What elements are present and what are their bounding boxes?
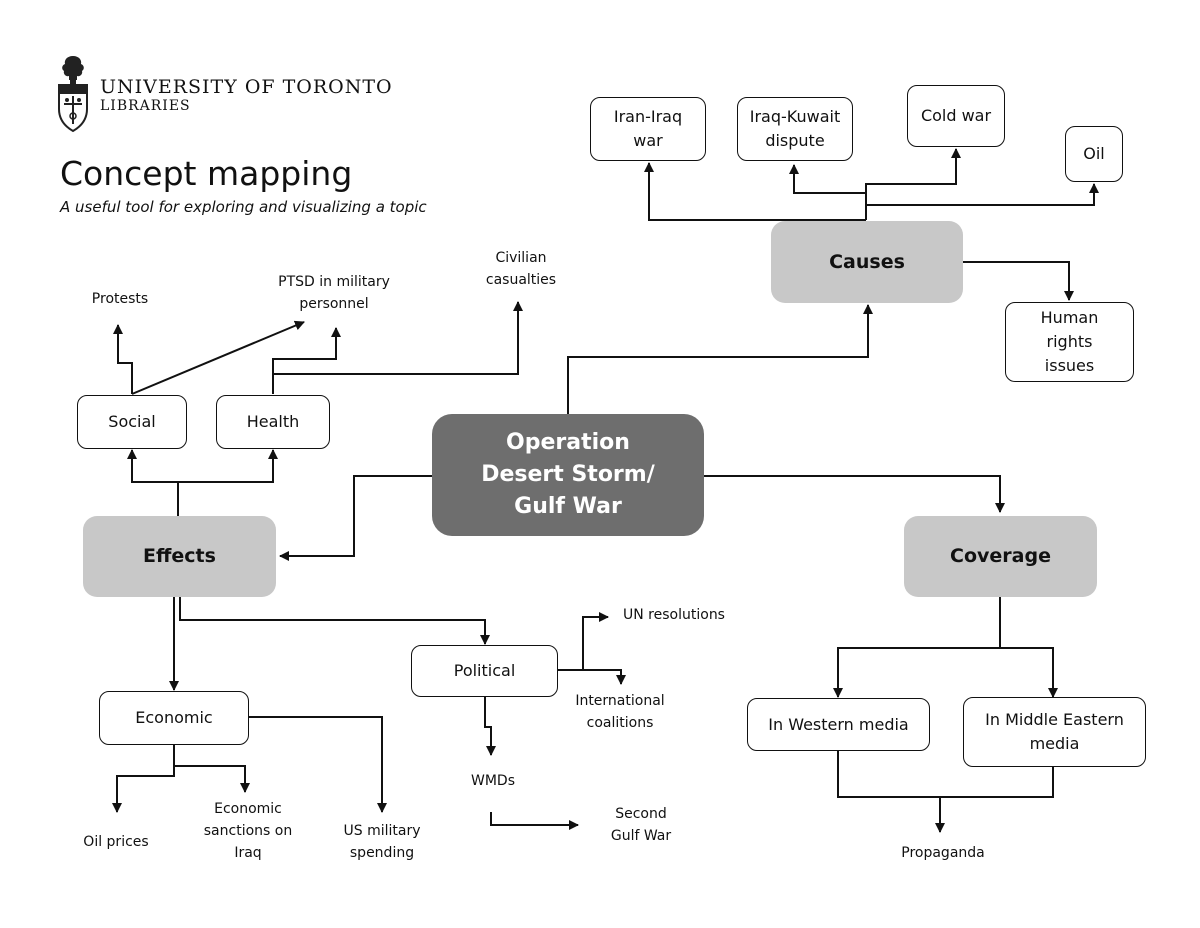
human-rights-node: Human rights issues <box>1005 302 1134 382</box>
university-logo: UNIVERSITY OF TORONTO LIBRARIES <box>56 54 416 134</box>
edge-health-civilian <box>273 301 523 375</box>
iraq-kuwait-dispute-node: Iraq-Kuwait dispute <box>737 97 853 161</box>
edge-coverage-middleeast <box>1000 647 1058 698</box>
un-resolutions-label: UN resolutions <box>623 607 725 624</box>
edge-causes-iran <box>644 162 866 221</box>
economic-sanctions-label: Economic sanctions on Iraq <box>203 801 293 861</box>
edge-central-causes <box>567 304 873 414</box>
edge-causes-coldwar <box>865 148 961 200</box>
oil-node: Oil <box>1065 126 1123 182</box>
social-node: Social <box>77 395 187 449</box>
effects-node: Effects <box>83 516 276 597</box>
edge-causes-kuwait <box>789 164 867 220</box>
edge-economic-spending <box>248 716 387 813</box>
us-military-spending-label: US military spending <box>343 823 421 861</box>
page-subtitle: A useful tool for exploring and visualiz… <box>60 198 427 216</box>
edge-health-ptsd <box>272 327 341 394</box>
edge-social-ptsd <box>131 320 305 395</box>
political-node: Political <box>411 645 558 697</box>
international-coalitions-label: International coalitions <box>575 693 665 731</box>
edge-political-wmds <box>484 697 496 756</box>
protests-label: Protests <box>91 291 149 308</box>
civilian-casualties-label: Civilian casualties <box>485 250 557 288</box>
western-media-node: In Western media <box>747 698 930 751</box>
iran-iraq-war-node: Iran-Iraq war <box>590 97 706 161</box>
edge-western-propaganda <box>837 750 945 833</box>
edge-economic-oilprices <box>112 738 175 813</box>
second-gulf-war-label: Second Gulf War <box>610 806 672 844</box>
coverage-node: Coverage <box>904 516 1097 597</box>
propaganda-label: Propaganda <box>901 845 985 862</box>
wmds-label: WMDs <box>471 773 515 790</box>
cold-war-node: Cold war <box>907 85 1005 147</box>
middle-eastern-media-node: In Middle Eastern media <box>963 697 1146 767</box>
edge-wmds-secondgulf <box>490 812 579 830</box>
edge-effects-health <box>178 449 278 483</box>
edge-middleeast-propaganda <box>940 765 1054 798</box>
edge-social-protests <box>113 324 133 394</box>
institution-name: UNIVERSITY OF TORONTO <box>100 76 393 98</box>
edge-coverage-western <box>833 597 1001 698</box>
institution-unit: LIBRARIES <box>100 98 191 114</box>
edge-effects-social-health <box>127 449 179 516</box>
health-node: Health <box>216 395 330 449</box>
edge-central-coverage <box>704 475 1005 513</box>
economic-node: Economic <box>99 691 249 745</box>
central-topic-node: Operation Desert Storm/ Gulf War <box>432 414 704 536</box>
edge-effects-political <box>179 597 490 645</box>
shield-crest-icon <box>58 56 88 133</box>
ptsd-label: PTSD in military personnel <box>278 274 390 312</box>
edge-causes-oil <box>866 183 1099 206</box>
page-title: Concept mapping <box>60 154 353 193</box>
oil-prices-label: Oil prices <box>83 834 149 851</box>
edge-economic-sanctions <box>174 765 250 793</box>
edge-political-coalitions <box>557 669 626 685</box>
edge-central-effects <box>279 475 432 561</box>
causes-node: Causes <box>771 221 963 303</box>
edge-political-un <box>557 612 609 671</box>
edge-causes-human <box>962 261 1074 301</box>
